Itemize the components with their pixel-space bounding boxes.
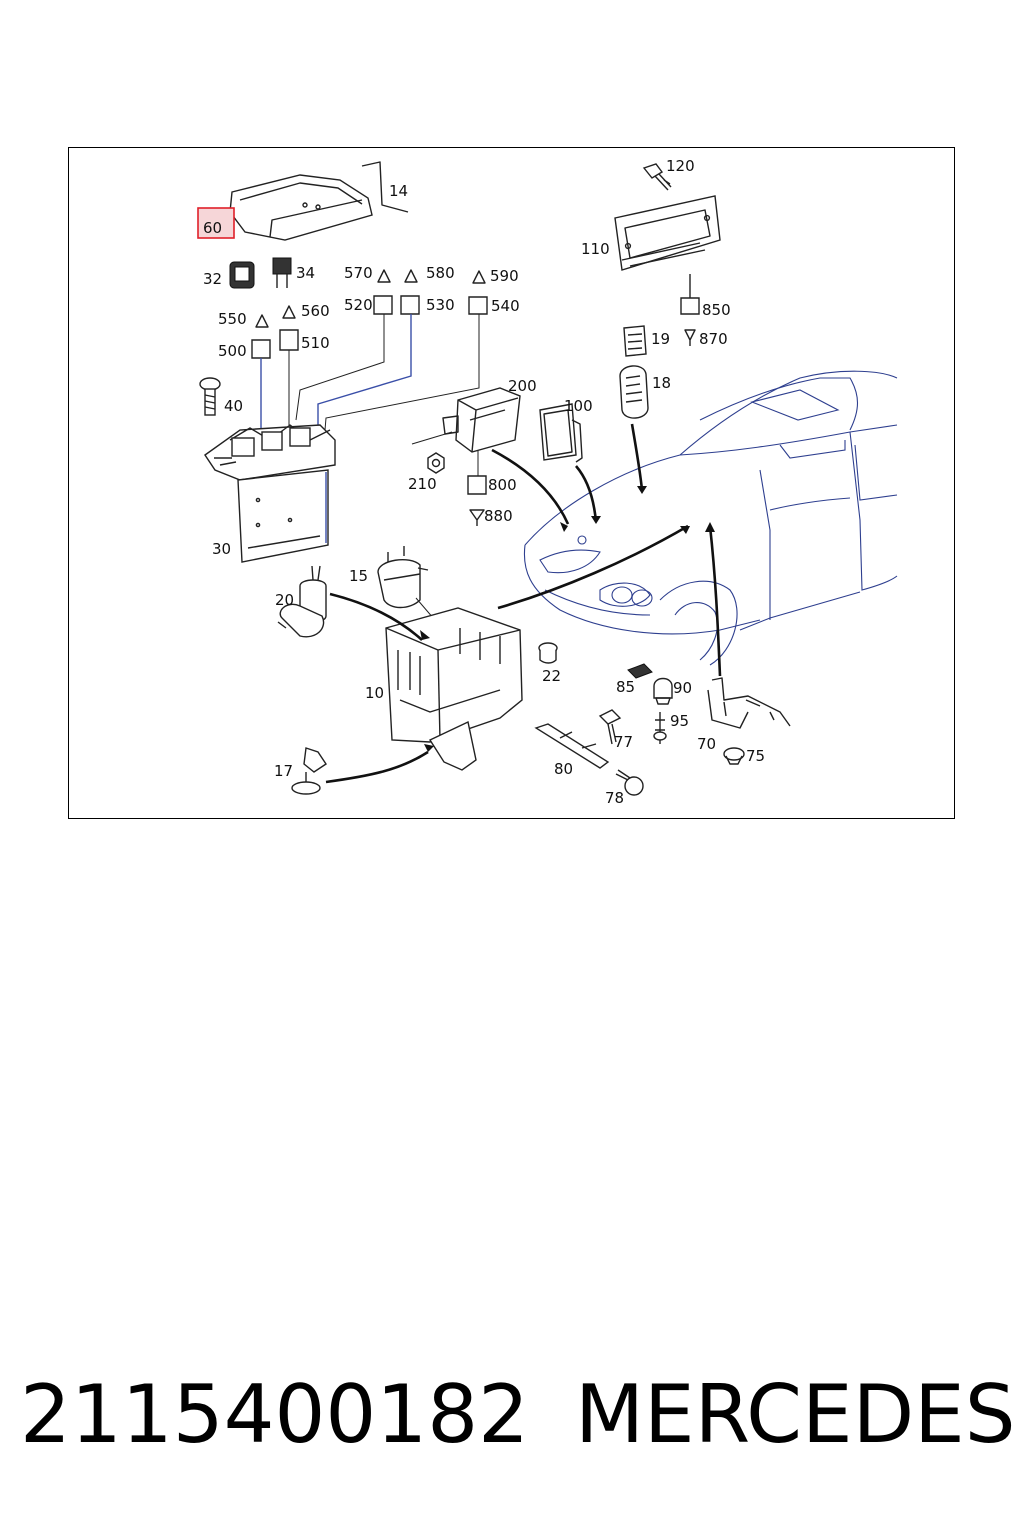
relay-32	[229, 261, 255, 289]
fuse-box-30	[204, 424, 336, 563]
label-510: 510	[301, 334, 330, 352]
label-530: 530	[426, 296, 455, 314]
car-illustration	[523, 370, 898, 666]
pump-20	[277, 565, 327, 638]
label-210: 210	[408, 475, 437, 493]
label-30: 30	[212, 540, 231, 558]
label-95: 95	[670, 712, 689, 730]
label-800: 800	[488, 476, 517, 494]
symbols-850-870	[680, 274, 700, 346]
grommet-22	[538, 642, 558, 664]
label-580: 580	[426, 264, 455, 282]
bracket-wire	[361, 161, 409, 213]
label-22: 22	[542, 667, 561, 685]
label-870: 870	[699, 330, 728, 348]
part-19	[623, 325, 647, 357]
control-unit-110	[614, 195, 721, 271]
reservoir-10	[385, 607, 523, 771]
label-520: 520	[344, 296, 373, 314]
label-560: 560	[301, 302, 330, 320]
label-570: 570	[344, 264, 373, 282]
arrows	[325, 423, 722, 784]
label-18: 18	[652, 374, 671, 392]
label-34: 34	[296, 264, 315, 282]
relay-200	[442, 387, 521, 453]
bracket-70	[707, 677, 791, 729]
screw-78	[615, 769, 644, 796]
part-18	[619, 365, 649, 419]
label-880: 880	[484, 507, 513, 525]
module-100	[539, 403, 583, 463]
fuse-box-cover[interactable]	[229, 174, 373, 241]
screw-40	[199, 377, 221, 416]
brand-name: MERCEDES	[575, 1368, 1016, 1461]
diagram-frame	[68, 147, 955, 819]
label-500: 500	[218, 342, 247, 360]
label-19: 19	[651, 330, 670, 348]
label-15: 15	[349, 567, 368, 585]
fuse-symbols	[251, 269, 488, 359]
highlight-box	[197, 207, 235, 239]
lamp-90	[653, 677, 673, 705]
parts-diagram: 14 60 32 34 570 580 590 520 530 540 550 …	[197, 157, 898, 807]
label-110: 110	[581, 240, 610, 258]
bolt-120	[642, 163, 672, 191]
label-40: 40	[224, 397, 243, 415]
label-90: 90	[673, 679, 692, 697]
bolt-95	[653, 712, 667, 744]
label-10: 10	[365, 684, 384, 702]
label-540: 540	[491, 297, 520, 315]
label-200: 200	[508, 377, 537, 395]
part-17	[291, 747, 327, 795]
label-75: 75	[746, 747, 765, 765]
label-60: 60	[203, 219, 222, 237]
caption: 2115400182 MERCEDES	[20, 1368, 1016, 1478]
label-80: 80	[554, 760, 573, 778]
label-70: 70	[697, 735, 716, 753]
clip-75	[723, 747, 745, 765]
bracket-80	[534, 723, 610, 769]
label-85: 85	[616, 678, 635, 696]
screw-77	[598, 709, 622, 745]
label-77: 77	[614, 733, 633, 751]
part-labels: 14 60 32 34 570 580 590 520 530 540 550 …	[203, 157, 765, 807]
label-20: 20	[275, 591, 294, 609]
label-14: 14	[389, 182, 408, 200]
part-85	[627, 663, 653, 679]
label-550: 550	[218, 310, 247, 328]
nut-210	[427, 452, 445, 474]
label-17: 17	[274, 762, 293, 780]
label-120: 120	[666, 157, 695, 175]
label-32: 32	[203, 270, 222, 288]
fuse-34	[272, 257, 292, 288]
part-number: 2115400182	[20, 1368, 529, 1461]
label-78: 78	[605, 789, 624, 807]
label-100: 100	[564, 397, 593, 415]
label-590: 590	[490, 267, 519, 285]
label-850: 850	[702, 301, 731, 319]
valve-15	[377, 546, 429, 609]
